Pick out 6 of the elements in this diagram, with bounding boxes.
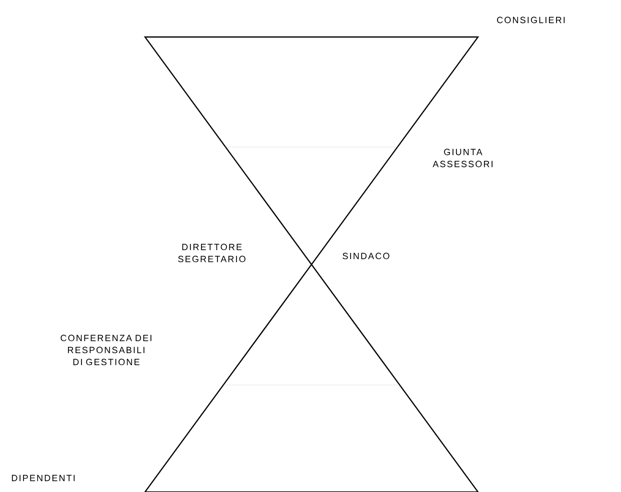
label: CONSIGLIERI xyxy=(497,16,565,24)
label: GIUNTA ASSESSORI xyxy=(432,148,492,168)
label: SINDACO xyxy=(342,252,390,260)
label: DIRETTORE SEGRETARIO xyxy=(178,244,246,262)
label: DIPENDENTI xyxy=(12,474,75,482)
label: CONFERENZA DEI RESPONSABILI DI GESTIONE xyxy=(60,334,152,366)
